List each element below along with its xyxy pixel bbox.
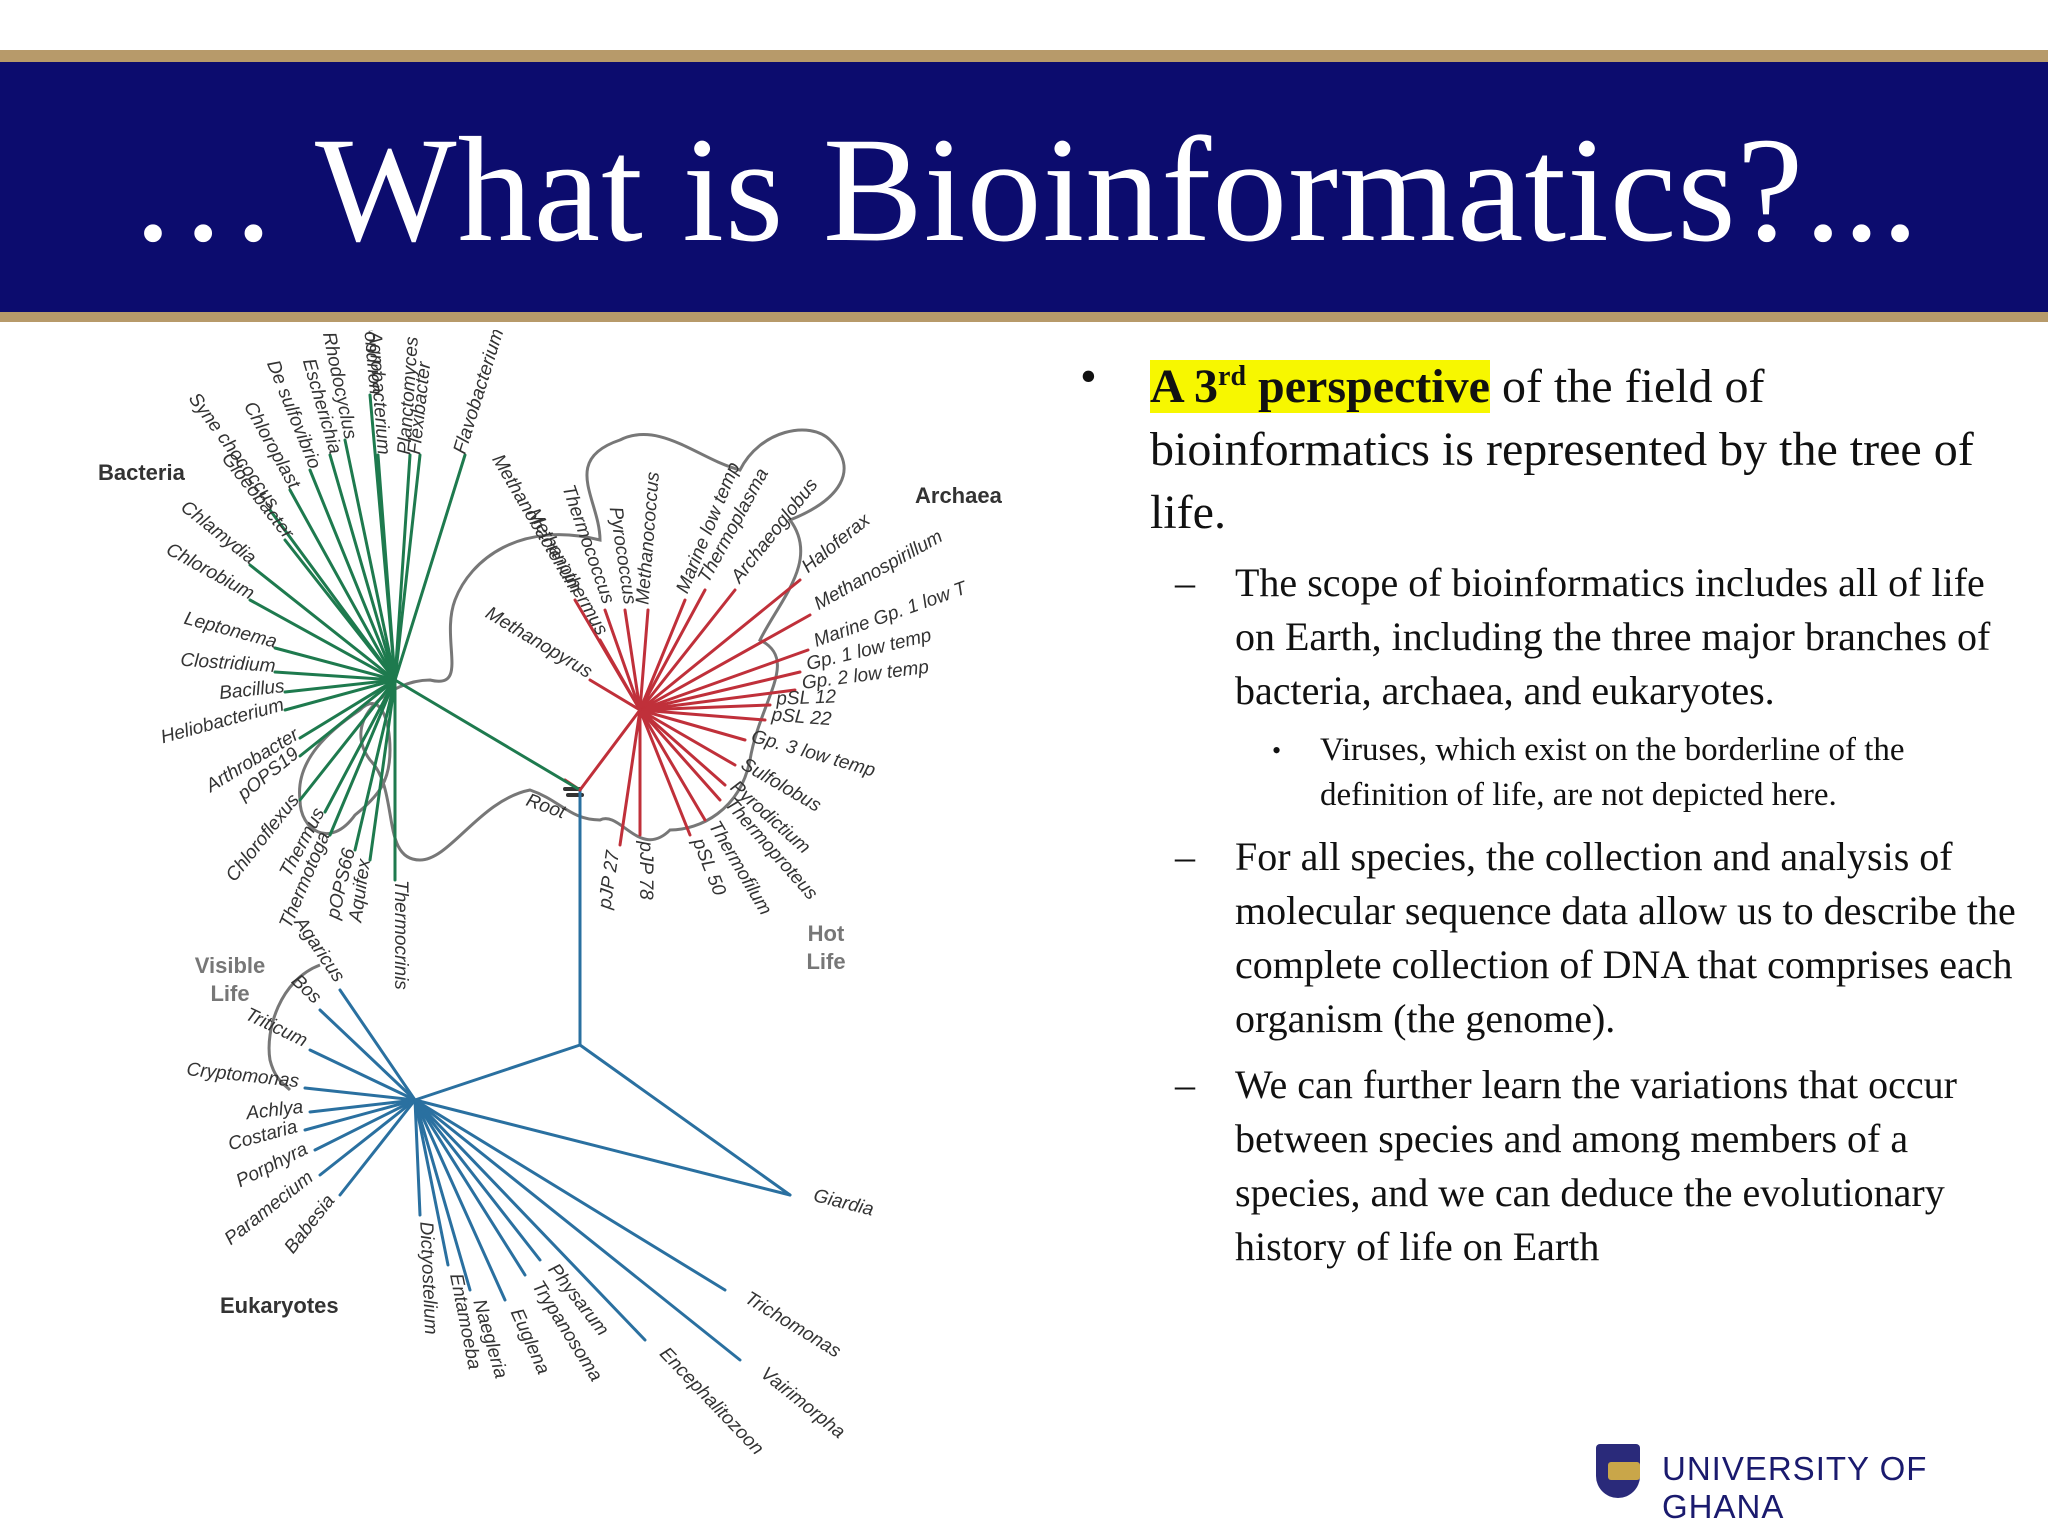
bacteria-leaf-label: Clostridium	[180, 650, 276, 677]
bacteria-branch	[285, 540, 395, 680]
eukaryote-leaf-label: Dictyostelium	[415, 1221, 441, 1335]
domain-label-archaea: Archaea	[915, 483, 1003, 508]
bacteria-trunk	[395, 680, 580, 790]
sub-bullet-text: We can further learn the variations that…	[1235, 1062, 1957, 1269]
sub-bullet-text: The scope of bioinformatics includes all…	[1235, 560, 1990, 713]
sub-bullet-text: For all species, the collection and anal…	[1235, 834, 2016, 1041]
bullet-marker: •	[1272, 728, 1281, 773]
bacteria-leaf-label: Leptonema	[182, 608, 279, 653]
archaea-branch	[640, 710, 735, 765]
sub-sub-bullet-viruses: • Viruses, which exist on the borderline…	[1070, 728, 2020, 818]
highlight-suffix: perspective	[1246, 360, 1490, 413]
eukaryote-leaf-label: Trichomonas	[741, 1288, 845, 1363]
eukaryote-branch	[305, 1088, 415, 1100]
university-logo: UNIVERSITY OF GHANA	[1590, 1440, 2030, 1510]
visible-life-label: Visible	[195, 953, 266, 978]
eukaryote-branch	[315, 1100, 415, 1150]
slide-title: … What is Bioinformatics?...	[0, 95, 2048, 285]
sub-bullet-scope: – The scope of bioinformatics includes a…	[1070, 556, 2020, 718]
dash-marker: –	[1175, 1058, 1195, 1112]
eukaryote-leaf-label: Encephalitozoon	[655, 1343, 767, 1459]
eukaryote-branch	[305, 1100, 415, 1130]
eukaryote-branch	[320, 1100, 415, 1175]
archaea-leaf-label: Methanococcus	[632, 471, 664, 606]
hot-life-label: Hot	[808, 921, 845, 946]
eukaryote-leaf-label: Achlya	[244, 1097, 304, 1124]
highlighted-phrase: A 3rd perspective	[1150, 360, 1490, 413]
eukaryote-leaf-label: Cryptomonas	[186, 1059, 301, 1092]
eukaryote-branch	[310, 1100, 415, 1112]
eukaryote-branch	[415, 1045, 580, 1100]
university-crest-icon	[1596, 1444, 1640, 1498]
eukaryote-branch	[340, 1100, 415, 1195]
eukaryote-leaf-label: Bos	[287, 970, 326, 1008]
archaea-branch	[640, 710, 720, 800]
highlight-superscript: rd	[1218, 361, 1246, 392]
eukaryote-leaf-label: Vairimorpha	[756, 1363, 849, 1443]
sub-bullet-species: – For all species, the collection and an…	[1070, 830, 2020, 1046]
bacteria-leaf-label: Flavobacterium	[450, 330, 509, 456]
eukaryote-branch	[415, 1100, 790, 1195]
bullet-list: • A 3rd perspective of the field of bioi…	[1070, 345, 2020, 1274]
highlight-prefix: A 3	[1150, 360, 1218, 413]
sub-sub-bullet-text: Viruses, which exist on the borderline o…	[1320, 732, 1905, 813]
bacteria-leaf-label: Thermocrinis	[390, 880, 411, 990]
hot-life-label: Life	[806, 949, 845, 974]
title-band-top-stripe	[0, 50, 2048, 62]
eukaryote-leaf-label: Giardia	[811, 1185, 876, 1220]
domain-label-bacteria: Bacteria	[98, 460, 186, 485]
dash-marker: –	[1175, 556, 1195, 610]
title-band-bottom-stripe	[0, 312, 2048, 322]
university-name: UNIVERSITY OF GHANA	[1662, 1450, 2030, 1526]
archaea-leaf-label: Methanopyrus	[482, 603, 596, 683]
bullet-main: • A 3rd perspective of the field of bioi…	[1070, 345, 2020, 544]
root-label: Root	[523, 790, 569, 824]
visible-life-label: Life	[210, 981, 249, 1006]
bacteria-branch	[395, 455, 465, 680]
archaea-branch	[640, 710, 690, 835]
dash-marker: –	[1175, 830, 1195, 884]
archaea-leaf-label: pJP 78	[635, 840, 656, 900]
eukaryote-branch	[320, 1010, 415, 1100]
domain-label-eukaryotes: Eukaryotes	[220, 1293, 339, 1318]
archaea-leaf-label: pJP 27	[594, 848, 624, 911]
archaea-leaf-label: pSL 22	[770, 704, 833, 730]
bullet-marker: •	[1080, 345, 1097, 408]
giardia-branch	[580, 1045, 790, 1195]
sub-bullet-variations: – We can further learn the variations th…	[1070, 1058, 2020, 1274]
